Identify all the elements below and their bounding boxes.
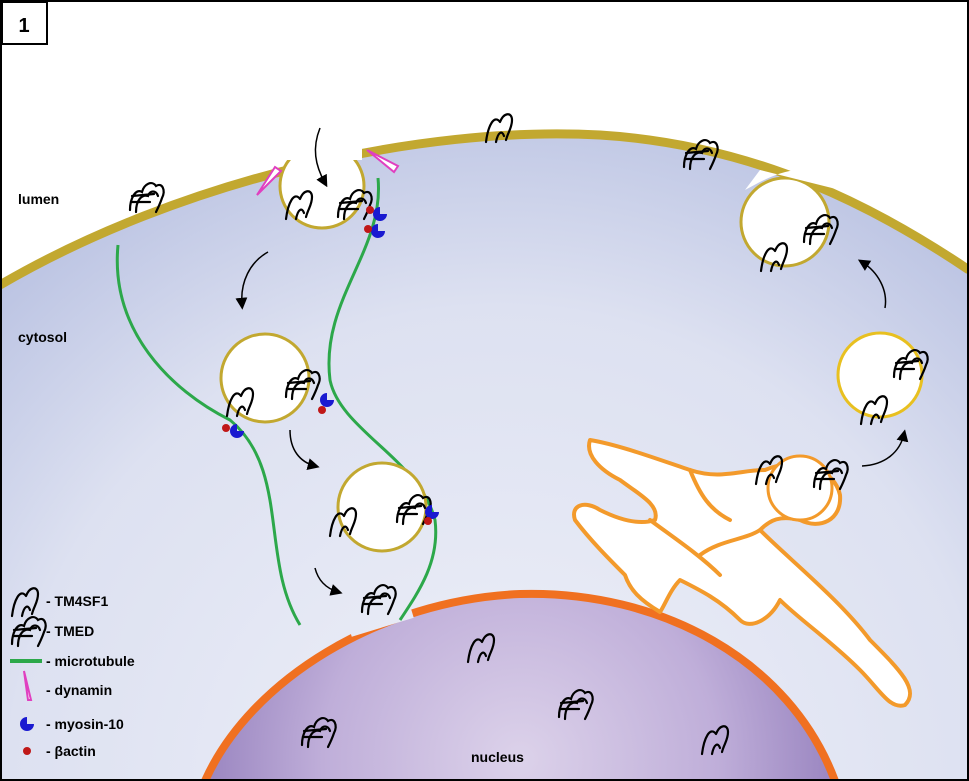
legend-label-tm4sf1: - TM4SF1 xyxy=(46,593,108,609)
panel-number-box xyxy=(1,1,48,45)
legend-label-myosin10: - myosin-10 xyxy=(46,716,124,732)
legend-label-bactin: - βactin xyxy=(46,743,96,759)
legend-label-tmed: - TMED xyxy=(46,623,94,639)
legend: - TM4SF1 - TMED - microtubule - dynamin … xyxy=(10,587,135,759)
arrow-to-vesicle-2 xyxy=(289,429,320,470)
cytosol-label: cytosol xyxy=(18,329,67,345)
transport-vesicle-2 xyxy=(336,461,428,553)
nuclear-envelope xyxy=(201,589,839,781)
arrow-to-nucleus xyxy=(314,567,343,596)
legend-label-dynamin: - dynamin xyxy=(46,682,112,698)
microtubule-left xyxy=(115,244,302,626)
nucleus-label: nucleus xyxy=(471,749,524,765)
beta-actin xyxy=(318,406,326,414)
beta-actin xyxy=(364,225,372,233)
arrow-to-membrane xyxy=(857,259,887,309)
panel-number: 1 xyxy=(18,15,29,37)
actin-icon xyxy=(23,747,31,755)
arrow-to-vesicle-1 xyxy=(235,251,269,310)
plasma-membrane xyxy=(0,129,969,289)
beta-actin xyxy=(424,517,432,525)
nucleus-body xyxy=(205,593,835,781)
arrow-to-secretory-vesicle xyxy=(861,429,909,467)
microtubule-right xyxy=(327,177,438,621)
dynamin-icon xyxy=(23,670,33,701)
dynamin-left xyxy=(256,165,283,196)
secretory-vesicle xyxy=(836,331,924,419)
beta-actin xyxy=(366,206,374,214)
legend-label-microtubule: - microtubule xyxy=(46,653,135,669)
beta-actin xyxy=(222,424,230,432)
er-budding-vesicle xyxy=(766,454,834,522)
arrow-endocytosis xyxy=(314,127,328,188)
dynamin-right xyxy=(366,149,400,174)
fusing-vesicle xyxy=(739,176,831,268)
lumen-label: lumen xyxy=(18,191,59,207)
